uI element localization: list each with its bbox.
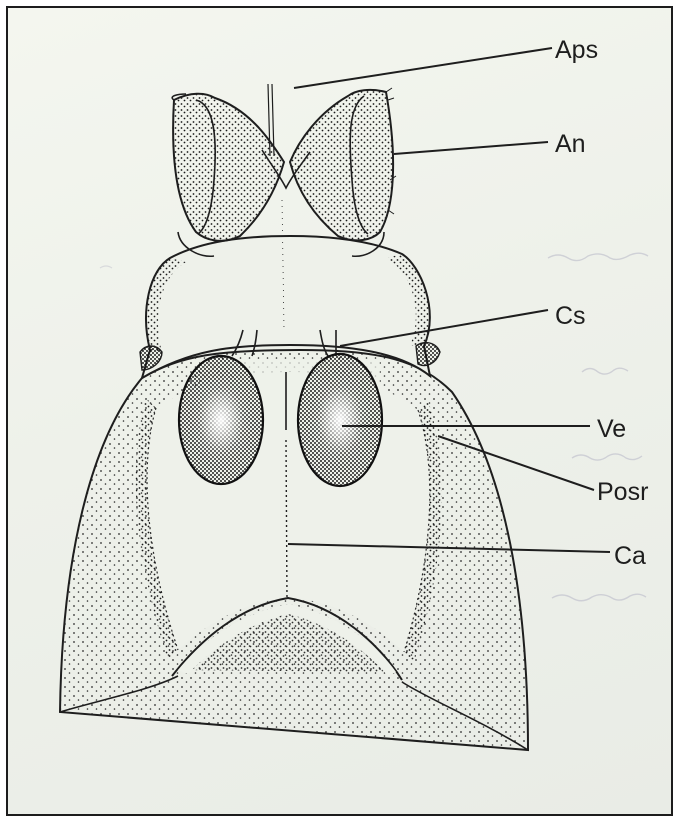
labels: Aps An Cs Ve Posr Ca — [555, 36, 648, 570]
label-ve: Ve — [597, 415, 626, 443]
label-aps: Aps — [555, 36, 598, 64]
antennae-bases — [172, 84, 396, 256]
label-an: An — [555, 130, 586, 158]
leader-line-aps — [294, 48, 552, 88]
label-posr: Posr — [597, 478, 648, 506]
leader-line-an — [394, 142, 548, 154]
label-ca: Ca — [614, 542, 646, 570]
head-capsule — [60, 350, 528, 750]
label-cs: Cs — [555, 302, 586, 330]
